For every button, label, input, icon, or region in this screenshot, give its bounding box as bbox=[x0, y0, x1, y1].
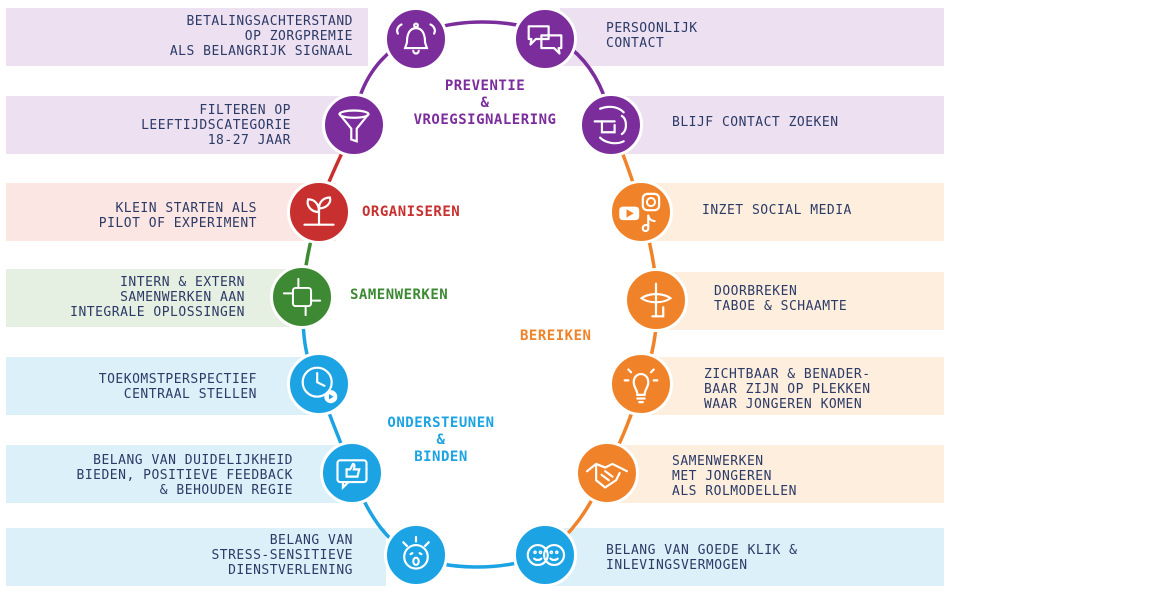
lightbulb-icon bbox=[609, 352, 673, 416]
right-item-doorbreken: DOORBREKEN TABOE & SCHAAMTE bbox=[714, 284, 848, 314]
band-betalingsachterstand bbox=[6, 8, 368, 66]
band-toekomst bbox=[6, 357, 318, 415]
left-item-intern-extern: INTERN & EXTERN SAMENWERKEN AAN INTEGRAL… bbox=[70, 275, 245, 320]
right-item-rolmodellen: SAMENWERKEN MET JONGEREN ALS ROLMODELLEN bbox=[672, 454, 797, 499]
chat-bubbles-icon bbox=[513, 7, 577, 71]
stressed-face-icon bbox=[384, 523, 448, 587]
band-blijf-contact bbox=[620, 96, 944, 154]
category-bereiken: BEREIKEN bbox=[520, 328, 592, 344]
band-klein-starten bbox=[6, 183, 336, 241]
right-item-persoonlijk-contact: PERSOONLIJK CONTACT bbox=[606, 21, 698, 51]
left-item-duidelijkheid: BELANG VAN DUIDELIJKHEID BIEDEN, POSITIE… bbox=[76, 453, 293, 498]
bell-icon bbox=[384, 7, 448, 71]
band-klik bbox=[548, 528, 944, 586]
sprout-icon bbox=[287, 180, 351, 244]
band-zichtbaar bbox=[636, 357, 944, 415]
band-intern-extern bbox=[6, 269, 306, 327]
left-item-toekomst: TOEKOMSTPERSPECTIEF CENTRAAL STELLEN bbox=[98, 372, 257, 402]
left-item-filteren: FILTEREN OP LEEFTIJDSCATEGORIE 18-27 JAA… bbox=[141, 103, 291, 148]
band-social-media bbox=[636, 183, 944, 241]
clock-icon bbox=[287, 352, 351, 416]
band-filteren bbox=[6, 96, 368, 154]
right-item-zichtbaar: ZICHTBAAR & BENADER- BAAR ZIJN OP PLEKKE… bbox=[704, 367, 871, 412]
band-stress bbox=[6, 528, 386, 586]
right-item-blijf-contact: BLIJF CONTACT ZOEKEN bbox=[672, 115, 839, 130]
category-ondersteunen: ONDERSTEUNEN & BINDEN bbox=[387, 415, 495, 465]
band-persoonlijk-contact bbox=[560, 8, 944, 66]
thumbs-up-icon bbox=[320, 441, 384, 505]
category-samenwerken: SAMENWERKEN bbox=[350, 287, 449, 303]
right-item-social-media: INZET SOCIAL MEDIA bbox=[702, 203, 852, 218]
right-item-klik: BELANG VAN GOEDE KLIK & INLEVINGSVERMOGE… bbox=[606, 543, 798, 573]
left-item-stress: BELANG VAN STRESS-SENSITIEVE DIENSTVERLE… bbox=[211, 533, 353, 578]
two-faces-icon bbox=[513, 523, 577, 587]
category-preventie: PREVENTIE & VROEGSIGNALERING bbox=[413, 78, 557, 128]
band-doorbreken bbox=[650, 272, 944, 330]
band-rolmodellen bbox=[600, 445, 944, 503]
band-duidelijkheid bbox=[6, 445, 346, 503]
handshake-icon bbox=[575, 441, 639, 505]
finger-on-lips-icon bbox=[624, 268, 688, 332]
category-organiseren: ORGANISEREN bbox=[362, 204, 461, 220]
left-item-betalingsachterstand: BETALINGSACHTERSTAND OP ZORGPREMIE ALS B… bbox=[169, 14, 353, 59]
left-item-klein-starten: KLEIN STARTEN ALS PILOT OF EXPERIMENT bbox=[98, 201, 257, 231]
funnel-icon bbox=[322, 93, 386, 157]
pointing-hand-icon bbox=[579, 93, 643, 157]
social-media-icon bbox=[609, 180, 673, 244]
joined-hands-icon bbox=[270, 265, 334, 329]
